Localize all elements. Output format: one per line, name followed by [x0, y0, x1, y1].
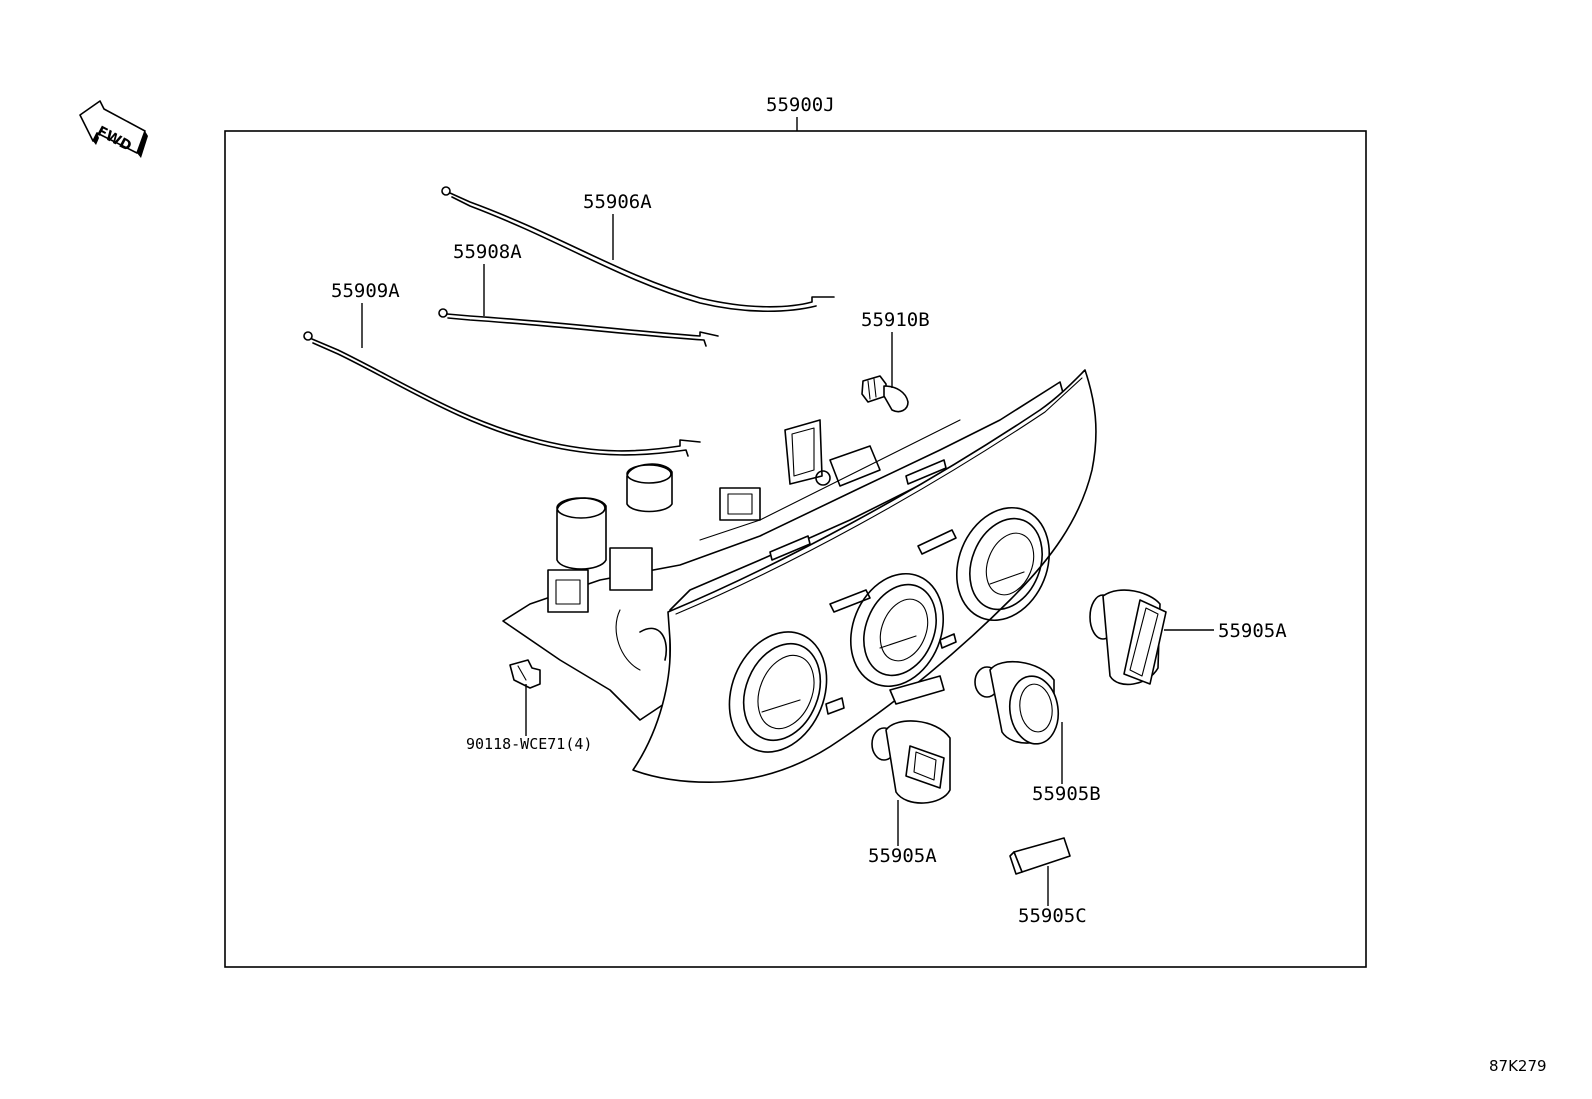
- label-clip: 90118-WCE71(4): [466, 735, 592, 753]
- label-assembly: 55900J: [766, 94, 835, 116]
- knob-55905a-front: [871, 720, 951, 804]
- button-55905c: [1009, 837, 1071, 875]
- cable-55908a: [438, 308, 719, 347]
- label-knob-front: 55905A: [868, 845, 937, 867]
- label-knob-right: 55905A: [1218, 620, 1287, 642]
- assembly-frame: [224, 130, 1367, 968]
- knob-55905b: [974, 660, 1060, 745]
- fwd-arrow-icon: FWD: [79, 100, 148, 158]
- label-cable-b: 55908A: [453, 241, 522, 263]
- label-cable-a: 55906A: [583, 191, 652, 213]
- clip-90118: [509, 659, 541, 689]
- heater-control-unit: [502, 369, 1097, 783]
- bulb-55910b: [861, 375, 909, 413]
- label-knob-center: 55905B: [1032, 783, 1101, 805]
- label-cable-c: 55909A: [331, 280, 400, 302]
- label-button: 55905C: [1018, 905, 1087, 927]
- label-bulb: 55910B: [861, 309, 930, 331]
- drawing-code: 87K279: [1489, 1057, 1547, 1075]
- cable-55909a: [303, 331, 701, 457]
- cable-55906a: [441, 186, 835, 312]
- knob-55905a-right: [1089, 589, 1167, 686]
